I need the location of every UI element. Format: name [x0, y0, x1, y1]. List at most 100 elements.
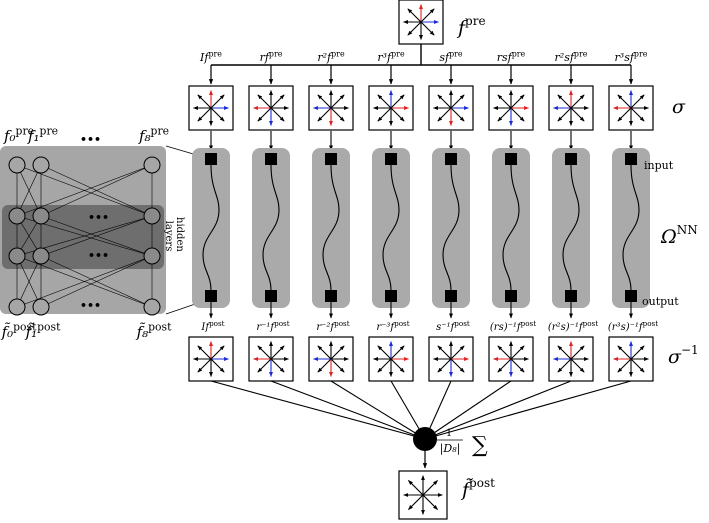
nn-nodes [8, 156, 161, 316]
nn-output-node-3 [385, 290, 397, 302]
velocity-arrow-sw [377, 107, 392, 122]
nn-block-3 [372, 148, 410, 308]
nn-mapping-curve-6 [562, 164, 580, 291]
nn-dots-output: ••• [80, 299, 101, 312]
nn-dots-hidden-1: ••• [88, 211, 109, 224]
nn-edge [16, 164, 42, 217]
nn-input-label-0: f₀pre [3, 125, 34, 145]
sum-frac-den: |D₈| [440, 442, 461, 456]
velocity-arrow-se [270, 107, 285, 122]
pre-label-0: Ifpre [199, 49, 222, 64]
velocity-arrow-sw [437, 107, 452, 122]
nn-block-0 [192, 148, 230, 308]
nn-mapping-curve-0 [202, 164, 220, 291]
sigma-inverse-stencil-5 [488, 336, 534, 382]
velocity-arrow-nw [257, 345, 272, 360]
velocity-arrow-sw [617, 358, 632, 373]
nn-neuron-l2-2 [143, 247, 161, 265]
nn-neuron-l1-1 [32, 207, 50, 225]
sigma-stencil-1 [248, 85, 294, 131]
nn-input-node-4 [445, 153, 457, 165]
velocity-arrow-nw [317, 345, 332, 360]
velocity-arrow-sw [317, 107, 332, 122]
nn-mapping-curve-5 [502, 164, 520, 291]
hidden-label-line2: layers [163, 221, 174, 252]
sigma-inverse-stencil-7 [608, 336, 654, 382]
velocity-arrow-sw [257, 358, 272, 373]
nn-output-node-6 [565, 290, 577, 302]
velocity-arrow-ne [210, 345, 225, 360]
nn-output-node-0 [205, 290, 217, 302]
sigma-stencil-0 [188, 85, 234, 131]
velocity-arrow-se [450, 107, 465, 122]
nn-output-node-2 [325, 290, 337, 302]
sigma-label: σ [672, 96, 686, 118]
velocity-arrow-ne [450, 94, 465, 109]
nn-output-node-4 [445, 290, 457, 302]
pre-label-1: rfpre [260, 49, 283, 64]
sum-node-group [210, 380, 632, 469]
nn-neuron-l3-0 [8, 298, 26, 316]
nn-neuron-l3-2 [143, 298, 161, 316]
velocity-arrow-se [330, 107, 345, 122]
velocity-arrow-nw [437, 345, 452, 360]
velocity-arrow-ne [570, 345, 585, 360]
column-6: r²sfpre(r²s)⁻¹fpost [548, 49, 598, 382]
nn-panel: ••• ••• ••• ••• f₀pref̃₀postf₁pref̃₁post… [0, 125, 185, 341]
nn-input-node-5 [505, 153, 517, 165]
sum-line-5 [424, 380, 512, 440]
velocity-arrow-nw [617, 94, 632, 109]
nn-output-label-0: f̃₀post [1, 321, 38, 341]
post-label-0: Ifpost [200, 319, 224, 333]
velocity-arrow-ne [630, 345, 645, 360]
velocity-arrow-nw [407, 8, 422, 23]
velocity-arrow-sw [497, 107, 512, 122]
nn-mapping-curve-4 [442, 164, 460, 291]
velocity-arrow-nw [377, 345, 392, 360]
post-label-7: (r³s)⁻¹fpost [608, 319, 658, 333]
nn-neuron-l0-2 [143, 156, 161, 174]
hidden-label-line1: hidden [174, 217, 185, 252]
velocity-arrow-se [630, 107, 645, 122]
nn-dots-hidden-2: ••• [88, 249, 109, 262]
velocity-arrow-ne [330, 94, 345, 109]
sigma-stencil-6 [548, 85, 594, 131]
post-label-1: r⁻¹fpost [256, 319, 289, 333]
sum-node [413, 427, 437, 451]
velocity-arrow-se [390, 107, 405, 122]
velocity-arrow-se [390, 358, 405, 373]
velocity-arrow-se [420, 21, 435, 36]
post-label-2: r⁻²fpost [316, 319, 349, 333]
velocity-arrow-nw [437, 94, 452, 109]
sum-line-6 [424, 380, 572, 440]
sum-line-1 [270, 380, 426, 440]
velocity-arrow-ne [420, 8, 435, 23]
velocity-arrow-sw [197, 358, 212, 373]
nn-edge [40, 215, 153, 257]
sigma-stencil-2 [308, 85, 354, 131]
nn-output-node-1 [265, 290, 277, 302]
sigma-stencil-7 [608, 85, 654, 131]
velocity-arrow-sw [497, 358, 512, 373]
nn-edge [40, 164, 153, 217]
nn-input-node-1 [265, 153, 277, 165]
nn-block-7 [612, 148, 650, 308]
nn-block-4 [432, 148, 470, 308]
sigma-inverse-stencil-2 [308, 336, 354, 382]
velocity-arrow-ne [510, 345, 525, 360]
nn-output-node-7 [625, 290, 637, 302]
pre-label-4: sfpre [439, 49, 463, 64]
nn-edge [16, 164, 153, 217]
velocity-arrow-sw [197, 107, 212, 122]
velocity-arrow-se [422, 494, 438, 510]
input-d2q9-stencil [398, 0, 444, 45]
nn-edge [16, 255, 42, 308]
velocity-arrow-se [210, 107, 225, 122]
post-label-6: (r²s)⁻¹fpost [548, 319, 598, 333]
